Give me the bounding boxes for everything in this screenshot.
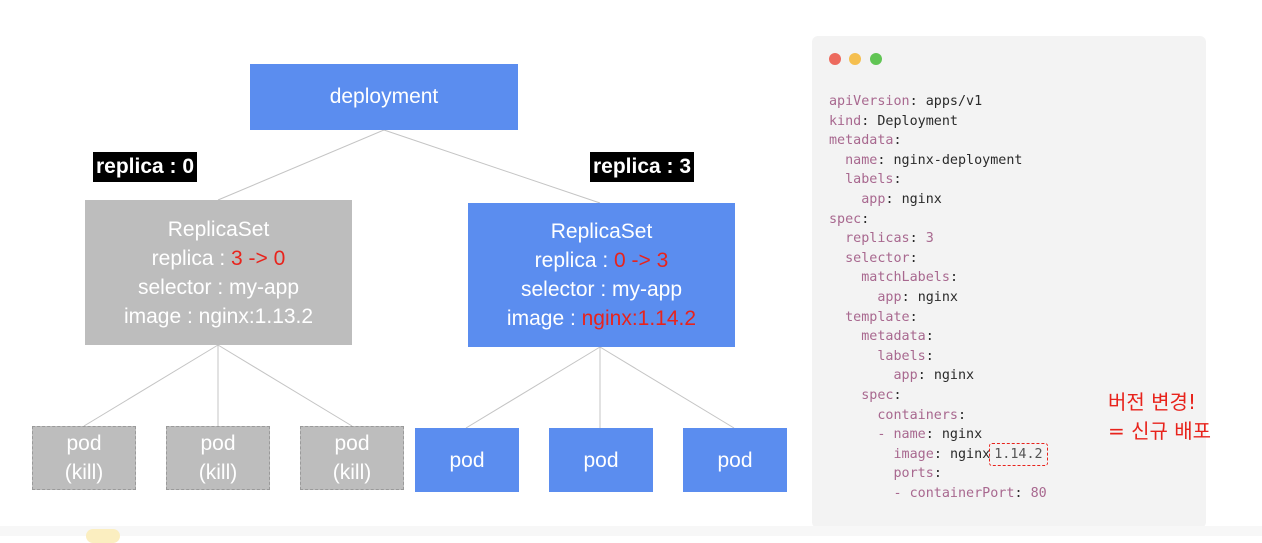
replica-label: replica : xyxy=(534,249,615,272)
pod-old-2: pod (kill) xyxy=(166,426,270,490)
replica-change-value: 3 -> 0 xyxy=(231,246,286,270)
replicaset-old-replica: replica : 3 -> 0 xyxy=(152,244,286,273)
edge-rs-old-pod3 xyxy=(217,344,353,427)
pod-label: pod xyxy=(66,432,102,455)
pod-new-2: pod xyxy=(549,428,653,492)
replicaset-old: ReplicaSet replica : 3 -> 0 selector : m… xyxy=(85,200,352,345)
replicaset-old-title: ReplicaSet xyxy=(167,217,270,241)
pod-label: pod xyxy=(449,448,485,472)
version-change-note: 버전 변경! = 신규 배포 xyxy=(1108,388,1211,446)
yaml-code: apiVersion: apps/v1 kind: Deployment met… xyxy=(829,94,1048,501)
note-line-2: = 신규 배포 xyxy=(1108,419,1212,443)
replicaset-new-image: image : nginx:1.14.2 xyxy=(507,304,696,333)
replicaset-old-selector: selector : my-app xyxy=(137,275,300,299)
replica-change-value: 0 -> 3 xyxy=(614,249,669,272)
pod-new-3: pod xyxy=(683,428,787,492)
pod-old-1: pod (kill) xyxy=(32,426,136,490)
window-minimize-dot[interactable] xyxy=(849,53,861,65)
image-version-value: nginx:1.14.2 xyxy=(581,307,697,330)
edge-deployment-rs-new xyxy=(383,129,601,204)
decorative-blob xyxy=(86,529,120,543)
pod-kill-label: (kill) xyxy=(198,461,238,484)
replicaset-new-replica: replica : 0 -> 3 xyxy=(535,246,669,275)
image-label: image : xyxy=(506,307,582,330)
deployment-label: deployment xyxy=(329,85,439,108)
note-line-1: 버전 변경! xyxy=(1108,390,1196,414)
yaml-code-window: apiVersion: apps/v1 kind: Deployment met… xyxy=(812,36,1206,528)
image-version-highlight: 1.14.2 xyxy=(989,442,1048,466)
replicaset-new: ReplicaSet replica : 0 -> 3 selector : m… xyxy=(468,203,735,347)
replica-tag-old: replica : 0 xyxy=(93,152,198,182)
replicaset-new-selector: selector : my-app xyxy=(520,278,683,301)
replicaset-new-title: ReplicaSet xyxy=(550,220,653,243)
pod-kill-label: (kill) xyxy=(64,461,104,484)
pod-label: pod xyxy=(583,448,619,472)
edge-rs-new-pod1 xyxy=(465,346,601,429)
window-zoom-dot[interactable] xyxy=(870,53,882,65)
pod-label: pod xyxy=(334,432,370,455)
pod-kill-label: (kill) xyxy=(332,461,372,484)
edge-rs-new-pod3 xyxy=(599,346,735,429)
pod-label: pod xyxy=(717,448,753,472)
pod-label: pod xyxy=(200,432,236,455)
pod-old-3: pod (kill) xyxy=(300,426,404,490)
replica-label: replica : xyxy=(151,246,232,270)
deployment-box: deployment xyxy=(250,64,518,130)
bottom-strip xyxy=(0,526,1262,536)
replicaset-old-image: image : nginx:1.13.2 xyxy=(123,304,314,328)
replica-tag-new: replica : 3 xyxy=(590,152,695,182)
window-close-dot[interactable] xyxy=(829,53,841,65)
edge-rs-old-pod1 xyxy=(83,344,219,427)
edge-deployment-rs-old xyxy=(217,129,385,201)
pod-new-1: pod xyxy=(415,428,519,492)
